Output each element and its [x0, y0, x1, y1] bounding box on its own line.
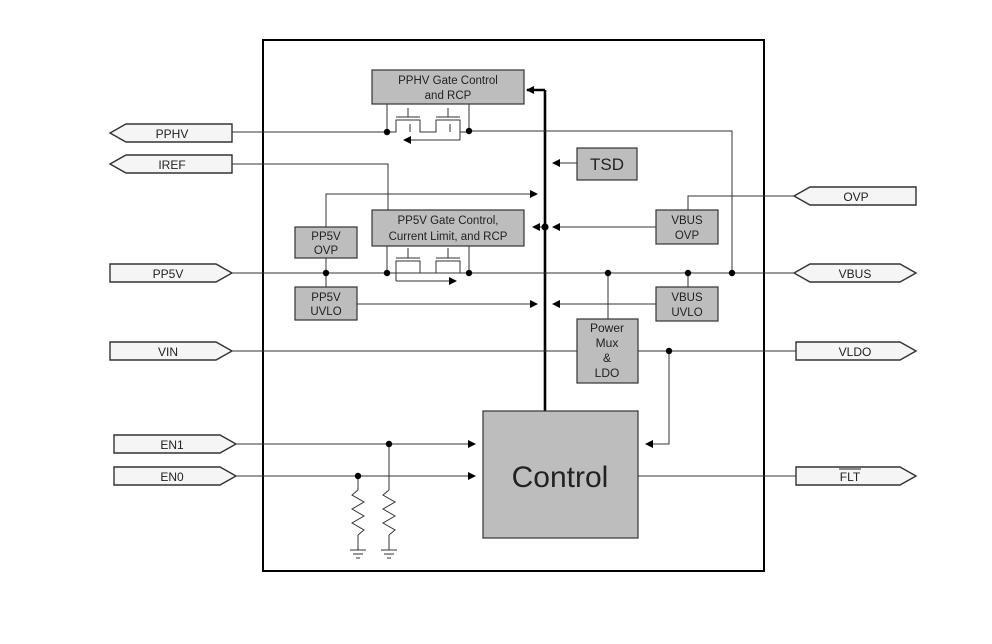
vbus-uvlo-line2: UVLO	[671, 307, 702, 319]
junction-dots	[322, 127, 736, 480]
pphv-gate-line1: PPHV Gate Control	[398, 75, 498, 87]
pp5v-ovp-line1: PP5V	[311, 231, 341, 243]
pp5v-uvlo-line1: PP5V	[311, 292, 341, 304]
wire-ovp	[687, 195, 794, 210]
pin-vbus-label: VBUS	[839, 267, 872, 281]
pin-flt-label: FLT	[840, 470, 861, 484]
pin-en1-label: EN1	[160, 438, 184, 452]
block-pp5v-uvlo: PP5V UVLO	[294, 286, 358, 321]
wire-pp5v-ovp-bus	[325, 190, 538, 227]
wire-vldo-control	[645, 351, 670, 448]
pin-vldo-label: VLDO	[839, 345, 872, 359]
pin-en1: EN1	[113, 434, 238, 454]
pulldown-en0	[350, 476, 366, 559]
pin-iref-label: IREF	[158, 158, 185, 172]
chip-outline	[262, 39, 765, 572]
block-tsd: TSD	[576, 147, 638, 181]
pin-vin-label: VIN	[158, 345, 178, 359]
pp5v-gate-line1: PP5V Gate Control,	[398, 215, 499, 227]
pphv-gate-line2: and RCP	[425, 90, 472, 102]
block-pp5v-gate: PP5V Gate Control, Current Limit, and RC…	[371, 209, 525, 247]
control-label: Control	[512, 461, 609, 494]
pin-en0-label: EN0	[160, 470, 184, 484]
power-mux-line3: &	[603, 351, 611, 365]
block-pphv-gate: PPHV Gate Control and RCP	[371, 69, 525, 105]
pulldown-en1	[381, 444, 397, 559]
vbus-ovp-line1: VBUS	[671, 215, 703, 227]
block-control: Control	[482, 410, 639, 539]
pin-vbus: VBUS	[792, 263, 918, 283]
pin-pphv: PPHV	[108, 123, 233, 143]
power-mux-line2: Mux	[596, 336, 619, 350]
pp5v-gate-line2: Current Limit, and RCP	[389, 231, 508, 243]
pin-ovp-label: OVP	[843, 190, 868, 204]
block-power-mux-ldo: Power Mux & LDO	[576, 318, 639, 384]
wire-pphv-vbus	[469, 130, 733, 273]
vbus-ovp-line2: OVP	[675, 230, 700, 242]
pin-iref: IREF	[108, 154, 233, 174]
block-pp5v-ovp: PP5V OVP	[294, 226, 358, 259]
pin-pp5v: PP5V	[109, 263, 234, 283]
pin-pp5v-label: PP5V	[153, 267, 184, 281]
vbus-uvlo-line1: VBUS	[671, 292, 703, 304]
block-vbus-ovp: VBUS OVP	[655, 209, 719, 245]
power-mux-line4: LDO	[595, 366, 620, 380]
pin-en0: EN0	[113, 466, 238, 486]
tsd-label: TSD	[590, 155, 624, 174]
pin-pphv-label: PPHV	[156, 127, 189, 141]
pin-vin: VIN	[109, 341, 234, 361]
pp5v-uvlo-line2: UVLO	[310, 306, 341, 318]
pin-ovp: OVP	[792, 186, 917, 206]
pp5v-fet-pair	[386, 246, 470, 285]
pp5v-ovp-line2: OVP	[314, 245, 339, 257]
wire-iref	[232, 163, 389, 210]
pphv-fet-pair	[386, 104, 470, 144]
pin-flt: FLT	[795, 466, 918, 486]
pin-vldo: VLDO	[795, 341, 918, 361]
block-vbus-uvlo: VBUS UVLO	[655, 286, 719, 322]
power-mux-line1: Power	[590, 321, 624, 335]
